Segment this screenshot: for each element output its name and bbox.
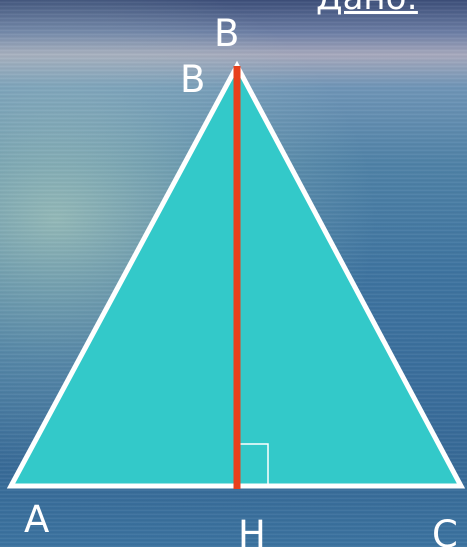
label-c: C <box>432 513 458 547</box>
label-b-top: B <box>214 12 239 55</box>
label-b-vertex: B <box>180 58 205 101</box>
label-a: A <box>24 498 49 541</box>
label-h: H <box>238 513 266 547</box>
slide-title-fragment: Дано: <box>316 0 418 15</box>
right-angle-mark <box>239 443 269 486</box>
